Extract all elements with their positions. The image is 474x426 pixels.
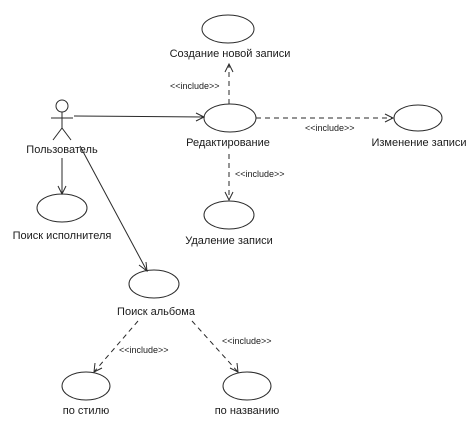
include-change-label: <<include>> xyxy=(305,123,355,133)
use-case-change-label: Изменение записи xyxy=(371,137,466,149)
include-delete-label: <<include>> xyxy=(235,169,285,179)
include-delete: <<include>> xyxy=(224,154,285,202)
include-by-style-label: <<include>> xyxy=(119,345,169,355)
use-case-delete: Удаление записи xyxy=(185,200,273,247)
use-case-by-name-label: по названию xyxy=(215,405,280,417)
use-case-create-label: Создание новой записи xyxy=(170,48,291,60)
use-case-artist: Поиск исполнителя xyxy=(13,193,112,242)
use-case-album: Поиск альбома xyxy=(117,269,196,318)
use-case-create: Создание новой записи xyxy=(170,14,291,60)
actor-label: Пользователь xyxy=(26,144,98,156)
stick-figure-icon xyxy=(51,99,73,141)
actor-user: Пользователь xyxy=(26,99,98,156)
association-album xyxy=(79,145,148,273)
use-case-delete-label: Удаление записи xyxy=(185,235,273,247)
use-case-by-name: по названию xyxy=(215,371,280,417)
use-case-change: Изменение записи xyxy=(371,104,467,149)
use-case-edit-label: Редактирование xyxy=(186,137,270,149)
use-case-artist-label: Поиск исполнителя xyxy=(13,230,112,242)
use-case-by-style: по стилю xyxy=(61,371,111,417)
include-change: <<include>> xyxy=(256,113,395,133)
association-edit xyxy=(73,112,206,122)
use-case-by-style-label: по стилю xyxy=(63,405,109,417)
include-by-name-label: <<include>> xyxy=(222,336,272,346)
use-case-album-label: Поиск альбома xyxy=(117,306,196,318)
include-create-label: <<include>> xyxy=(170,81,220,91)
association-artist xyxy=(57,158,67,196)
use-case-edit: Редактирование xyxy=(186,103,270,149)
include-by-style: <<include>> xyxy=(93,320,169,373)
include-by-name: <<include>> xyxy=(191,320,272,373)
include-create: <<include>> xyxy=(170,62,234,104)
